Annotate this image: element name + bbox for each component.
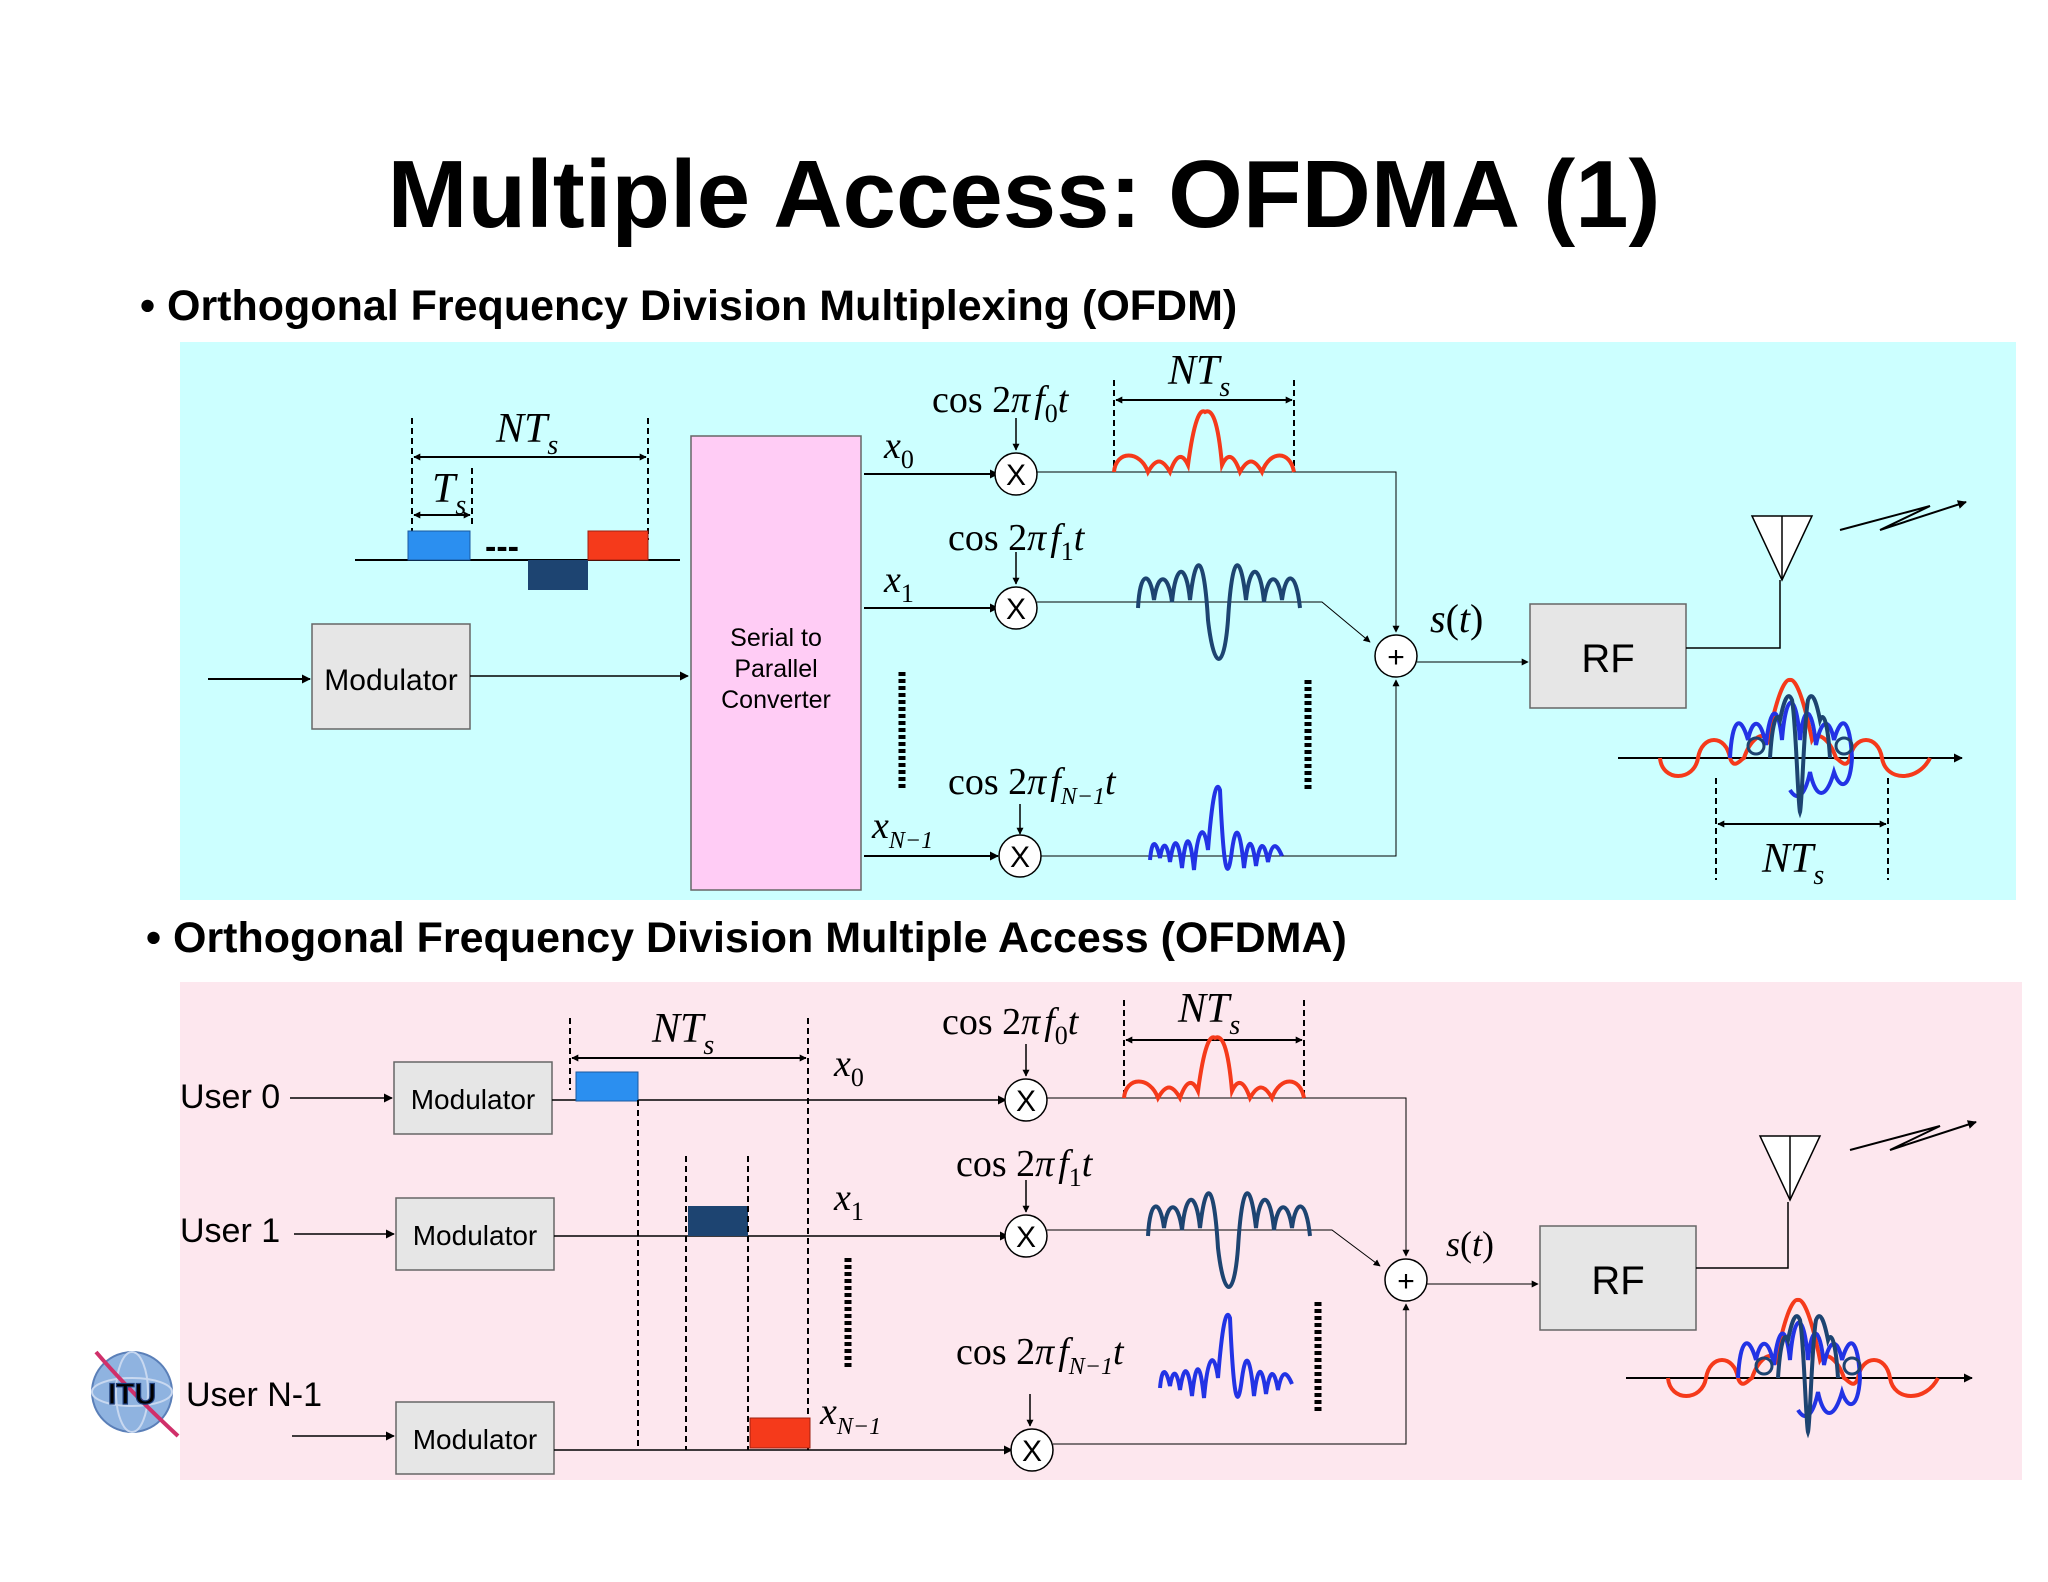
ofdm-waveform-1 [1136,563,1302,661]
svg-text:Serial to: Serial to [730,624,822,652]
ofdm-signal-label: s(t) [1430,596,1483,641]
svg-text:RF: RF [1591,1259,1644,1303]
ofdma-waveform-n [1158,1312,1294,1399]
svg-text:Modulator: Modulator [413,1220,538,1251]
svg-text:X: X [1022,1435,1042,1468]
svg-text:X: X [1016,1085,1036,1118]
ofdm-symbol-n [587,530,649,561]
ofdm-combined-spectrum [1618,678,1963,819]
ofdma-bullet: • Orthogonal Frequency Division Multiple… [146,914,1347,962]
ofdm-summer: + [1374,634,1418,678]
ofdma-antenna-icon [1758,1135,1822,1202]
svg-text:X: X [1006,459,1026,492]
ofdma-user-n-label: User N-1 [186,1376,322,1414]
svg-text:RF: RF [1581,637,1634,681]
ofdma-modulator-1: Modulator [395,1197,555,1271]
ofdm-input-x1: x1 [883,559,914,608]
svg-text:Converter: Converter [721,686,831,714]
ofdm-panel [180,342,2016,900]
svg-text:X: X [1010,841,1030,874]
svg-text:Modulator: Modulator [324,664,457,697]
svg-text:NTs: NTs [1167,348,1230,403]
ofdma-modulator-0: Modulator [393,1061,553,1135]
svg-text:NTs: NTs [495,406,558,461]
ofdm-input-x0: x0 [883,425,914,474]
ofdma-multiplier-1: X [1004,1214,1048,1258]
svg-text:X: X [1006,593,1026,626]
ofdma-waveform-0 [1122,1035,1306,1103]
ofdm-waveform-n [1148,784,1284,871]
svg-text:NTs: NTs [1177,986,1240,1041]
ofdm-multiplier-0: X [994,452,1038,496]
ofdma-rf-box [1539,1225,1697,1331]
ofdma-multiplier-0: X [1004,1078,1048,1122]
ofdm-spectrum-period: NTs [1715,778,1889,891]
svg-text:+: + [1387,641,1405,674]
ofdm-input-xn: xN−1 [871,805,933,854]
ofdma-user-1-label: User 1 [180,1212,280,1250]
ofdm-radio-wave-icon [1839,500,1967,531]
ofdma-input-x1: x1 [833,1177,864,1226]
ofdma-user-0-symbol [575,1071,639,1102]
ofdma-waveform-period: NTs [1123,986,1305,1100]
ofdm-multiplier-1: X [994,586,1038,630]
ofdma-waveform-1 [1146,1191,1312,1289]
ofdma-combined-spectrum [1626,1298,1973,1439]
svg-text:X: X [1016,1221,1036,1254]
ofdma-modulator-n: Modulator [395,1401,555,1475]
serial-to-parallel-converter [690,435,862,891]
ofdm-rf-box [1529,603,1687,709]
ofdm-waveform-0 [1112,409,1296,477]
ofdm-multiplier-n: X [998,834,1042,878]
svg-text:NTs: NTs [1761,836,1824,891]
ofdm-antenna-icon [1750,515,1814,582]
ofdm-symbol-0 [407,530,471,561]
svg-text:+: + [1397,1265,1415,1298]
ofdma-radio-wave-icon [1849,1120,1977,1151]
ofdma-summer: + [1384,1258,1428,1302]
ofdma-user-0-label: User 0 [180,1078,280,1116]
ofdma-user-1-symbol [688,1206,748,1236]
ofdm-symbol-period: NTs Ts [411,406,649,540]
ofdm-bullet: • Orthogonal Frequency Division Multiple… [140,282,1238,330]
svg-text:Parallel: Parallel [734,655,817,683]
svg-text:NTs: NTs [651,1006,714,1061]
ofdm-waveform-period: NTs [1113,348,1295,470]
svg-text:---: --- [485,528,519,566]
svg-text:Modulator: Modulator [413,1424,538,1455]
slide-title: Multiple Access: OFDMA (1) [387,141,1661,248]
ofdma-user-n-symbol [749,1417,811,1449]
svg-text:ITU: ITU [108,1378,156,1411]
ofdma-symbol-period: NTs [569,1006,809,1450]
ofdm-symbol-1 [528,560,588,590]
ofdma-multiplier-n: X [1010,1428,1054,1472]
ofdm-symbol-timeline: --- [355,528,680,590]
ofdma-input-x0: x0 [833,1043,864,1092]
ofdma-signal-label: s(t) [1446,1224,1494,1264]
itu-logo-icon: ITU [91,1350,180,1438]
svg-text:Ts: Ts [432,466,466,521]
ofdma-input-xn: xN−1 [819,1391,881,1440]
svg-text:Modulator: Modulator [411,1084,536,1115]
